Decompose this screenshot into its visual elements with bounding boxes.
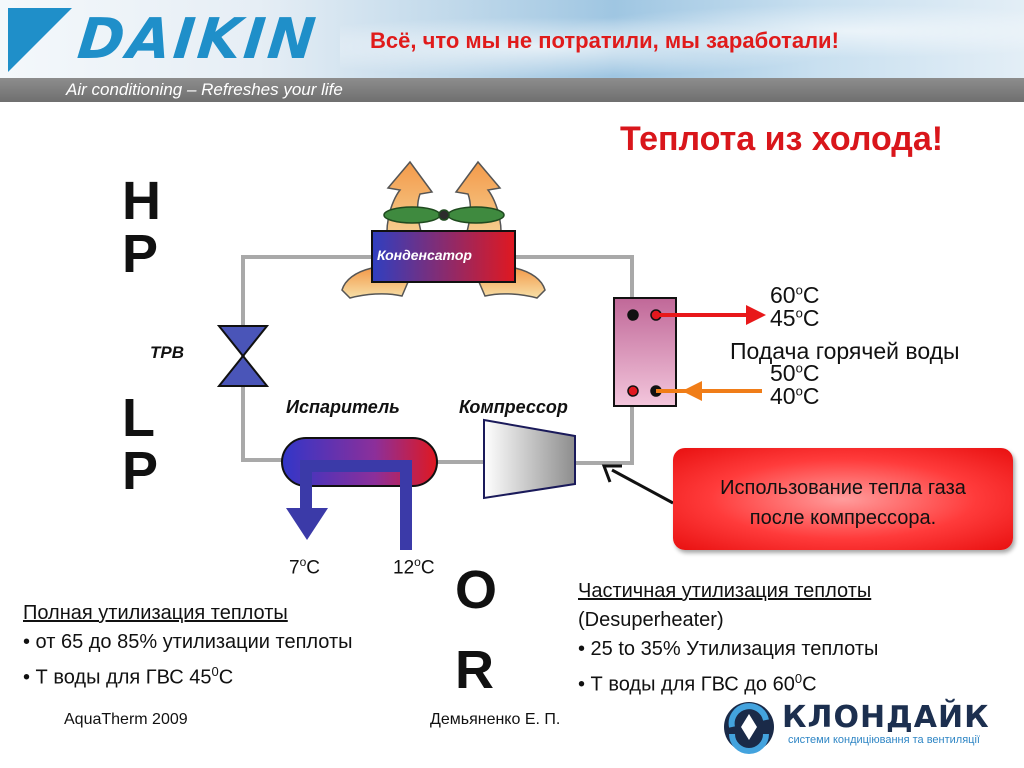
compressor-block <box>483 418 576 500</box>
klondike-brand-subtitle: системи кондиціювання та вентиляції <box>788 734 980 746</box>
hot-water-out-arrow <box>656 305 766 325</box>
temp-50: 50oC <box>770 360 820 386</box>
tagline-text: Air conditioning – Refreshes your life <box>66 80 343 99</box>
page-title: Теплота из холода! <box>620 120 944 158</box>
tagline-bar <box>0 78 1024 102</box>
compressor-label: Компрессор <box>459 397 568 417</box>
evaporator-label: Испаритель <box>286 397 400 417</box>
daikin-logo-mark <box>8 8 72 72</box>
temp-7: 7oC <box>289 555 320 579</box>
full-recovery-item-1: • от 65 до 85% утилизации теплоты <box>23 631 353 653</box>
full-recovery-heading: Полная утилизация теплоты <box>23 602 288 624</box>
letter-o: O <box>455 560 498 620</box>
klondike-logo-icon <box>724 702 774 754</box>
letter-p-top: P <box>122 224 159 284</box>
partial-recovery-sub: (Desuperheater) <box>578 609 724 631</box>
desuperheater-callout-text: Использование тепла газа после компрессо… <box>720 477 966 529</box>
hx-ports <box>627 309 662 397</box>
klondike-brand-text: КЛОНДАЙК <box>782 700 990 735</box>
daikin-triangle-icon <box>8 8 72 72</box>
callout-pointer-arrow <box>601 464 674 505</box>
temp-60: 60oC <box>770 282 820 308</box>
fan-icon <box>383 206 505 224</box>
condenser-label: Конденсатор <box>377 247 472 263</box>
header-slogan: Всё, что мы не потратили, мы заработали! <box>370 28 839 53</box>
chilled-water-arrows <box>286 460 412 550</box>
header-sky-clouds <box>340 0 1024 78</box>
letter-l: L <box>122 388 155 448</box>
letter-h: H <box>122 171 161 231</box>
partial-recovery-item-2: • Т воды для ГВС до 600С <box>578 671 817 696</box>
footer-author: Демьяненко Е. П. <box>430 711 561 728</box>
letter-r: R <box>455 640 494 700</box>
water-in-arrow <box>656 381 762 401</box>
desuperheater-callout-box <box>673 448 1013 550</box>
expansion-valve-icon <box>216 325 270 387</box>
letter-p-bottom: P <box>122 441 159 501</box>
full-recovery-item-2: • Т воды для ГВС 450С <box>23 664 234 689</box>
full-recovery-block: Полная утилизация теплоты • от 65 до 85%… <box>23 599 353 693</box>
temp-12: 12oC <box>393 555 435 579</box>
refrigerant-pipes <box>241 255 634 465</box>
partial-recovery-heading: Частичная утилизация теплоты <box>578 580 872 602</box>
footer-left-text: AquaTherm 2009 <box>64 711 188 728</box>
temp-45: 45oC <box>770 305 820 331</box>
hot-water-label: Подача горячей воды <box>730 338 960 364</box>
partial-recovery-item-1: • 25 to 35% Утилизация теплоты <box>578 638 879 660</box>
valve-label: ТРВ <box>150 343 184 362</box>
temp-40: 40oC <box>770 383 820 409</box>
partial-recovery-block: Частичная утилизация теплоты (Desuperhea… <box>578 577 878 700</box>
condenser-block <box>371 230 516 283</box>
